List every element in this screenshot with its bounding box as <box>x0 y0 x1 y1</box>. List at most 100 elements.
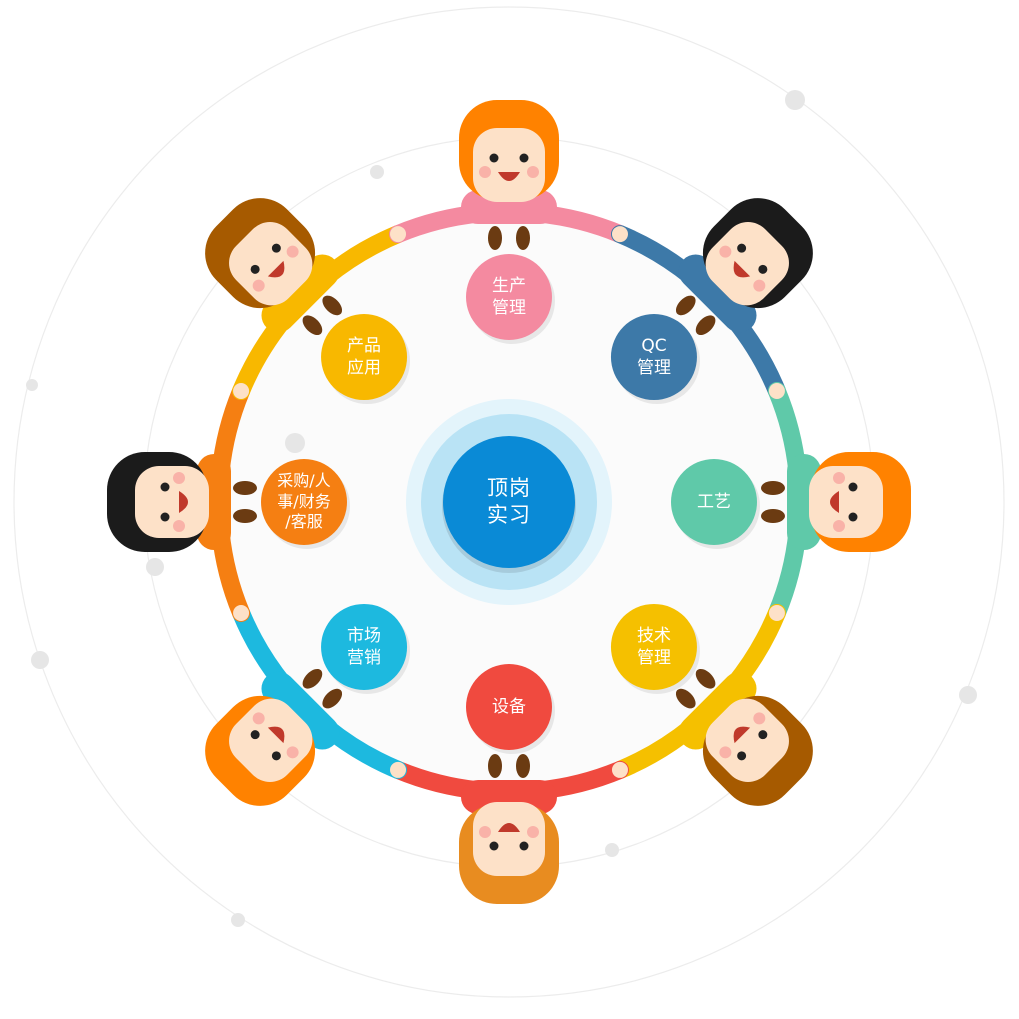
eye-right <box>758 264 768 274</box>
node-circle-craft <box>671 459 757 545</box>
node-circle-product <box>321 314 408 401</box>
eye-right <box>737 751 747 761</box>
cheek-left <box>527 826 539 838</box>
foot-right <box>516 226 530 250</box>
person-bottom-left <box>205 668 343 806</box>
hands-0 <box>611 226 628 243</box>
decor-dot-2 <box>370 165 384 179</box>
hands-7 <box>390 226 407 243</box>
foot-left <box>675 295 696 316</box>
center-disc <box>443 436 575 568</box>
node-circle-equipment <box>466 664 552 750</box>
cheek-right <box>833 520 845 532</box>
hands-6 <box>233 383 250 400</box>
cheek-right <box>527 166 539 178</box>
mouth <box>733 260 751 278</box>
face <box>473 128 545 202</box>
face <box>135 466 209 538</box>
hands-1 <box>768 383 785 400</box>
shirt <box>261 254 340 333</box>
head <box>702 695 813 806</box>
eye-left <box>271 751 281 761</box>
eye-right <box>160 482 170 492</box>
decor-dot-7 <box>959 686 977 704</box>
cheek-left <box>252 279 265 292</box>
node-circle-marketing <box>321 603 408 690</box>
foot-right <box>488 754 502 778</box>
cheek-right <box>286 245 299 258</box>
person-bottom-right <box>675 668 813 806</box>
cheek-right <box>173 472 185 484</box>
eye-right <box>519 153 529 163</box>
face <box>229 698 313 782</box>
decor-dot-9 <box>231 913 245 927</box>
person-bottom <box>459 754 559 904</box>
mouth <box>267 260 285 278</box>
nodes-layer <box>261 254 760 754</box>
node-circle-qc <box>610 314 697 401</box>
hands-3 <box>611 761 628 778</box>
person-top-left <box>205 198 343 336</box>
face <box>473 802 545 876</box>
head <box>107 452 209 552</box>
cheek-right <box>719 746 732 759</box>
shirt <box>678 254 757 333</box>
foot-right <box>322 295 343 316</box>
eye-left <box>848 482 858 492</box>
face <box>705 698 789 782</box>
cheek-left <box>753 712 766 725</box>
center-layer <box>406 399 612 605</box>
eye-left <box>737 243 747 253</box>
mouth <box>830 491 839 513</box>
eye-left <box>250 264 260 274</box>
head <box>459 802 559 904</box>
eye-left <box>160 512 170 522</box>
mouth <box>498 823 520 832</box>
decor-dot-4 <box>285 433 305 453</box>
face <box>809 466 883 538</box>
mouth <box>267 726 285 744</box>
cheek-left <box>833 472 845 484</box>
head <box>459 100 559 202</box>
foot-left <box>488 226 502 250</box>
person-left <box>107 452 257 552</box>
cheek-left <box>719 245 732 258</box>
face <box>705 222 789 306</box>
node-circle-production <box>466 254 552 340</box>
cheek-left <box>173 520 185 532</box>
foot-left <box>322 688 343 709</box>
guide-ring-1 <box>13 6 1005 998</box>
hands-4 <box>390 761 407 778</box>
foot-left <box>516 754 530 778</box>
shirt <box>678 671 757 750</box>
mouth <box>179 491 188 513</box>
hands-2 <box>768 604 785 621</box>
cheek-right <box>252 712 265 725</box>
person-top <box>459 100 559 250</box>
decor-dot-5 <box>146 558 164 576</box>
cheek-right <box>479 826 491 838</box>
cheek-left <box>286 746 299 759</box>
foot-left <box>302 315 323 336</box>
node-circle-tech <box>610 603 697 690</box>
head <box>205 695 316 806</box>
decor-dot-3 <box>26 379 38 391</box>
decor-dot-6 <box>31 651 49 669</box>
cheek-right <box>753 279 766 292</box>
foot-left <box>761 481 785 495</box>
foot-left <box>695 668 716 689</box>
eye-left <box>758 730 768 740</box>
foot-right <box>761 509 785 523</box>
cheek-left <box>479 166 491 178</box>
head <box>205 198 316 309</box>
foot-right <box>695 315 716 336</box>
decor-dot-1 <box>785 90 805 110</box>
person-right <box>761 452 911 552</box>
decor-dot-8 <box>605 843 619 857</box>
person-top-right <box>675 198 813 336</box>
eye-right <box>271 243 281 253</box>
mouth <box>498 172 520 181</box>
hands-5 <box>233 604 250 621</box>
